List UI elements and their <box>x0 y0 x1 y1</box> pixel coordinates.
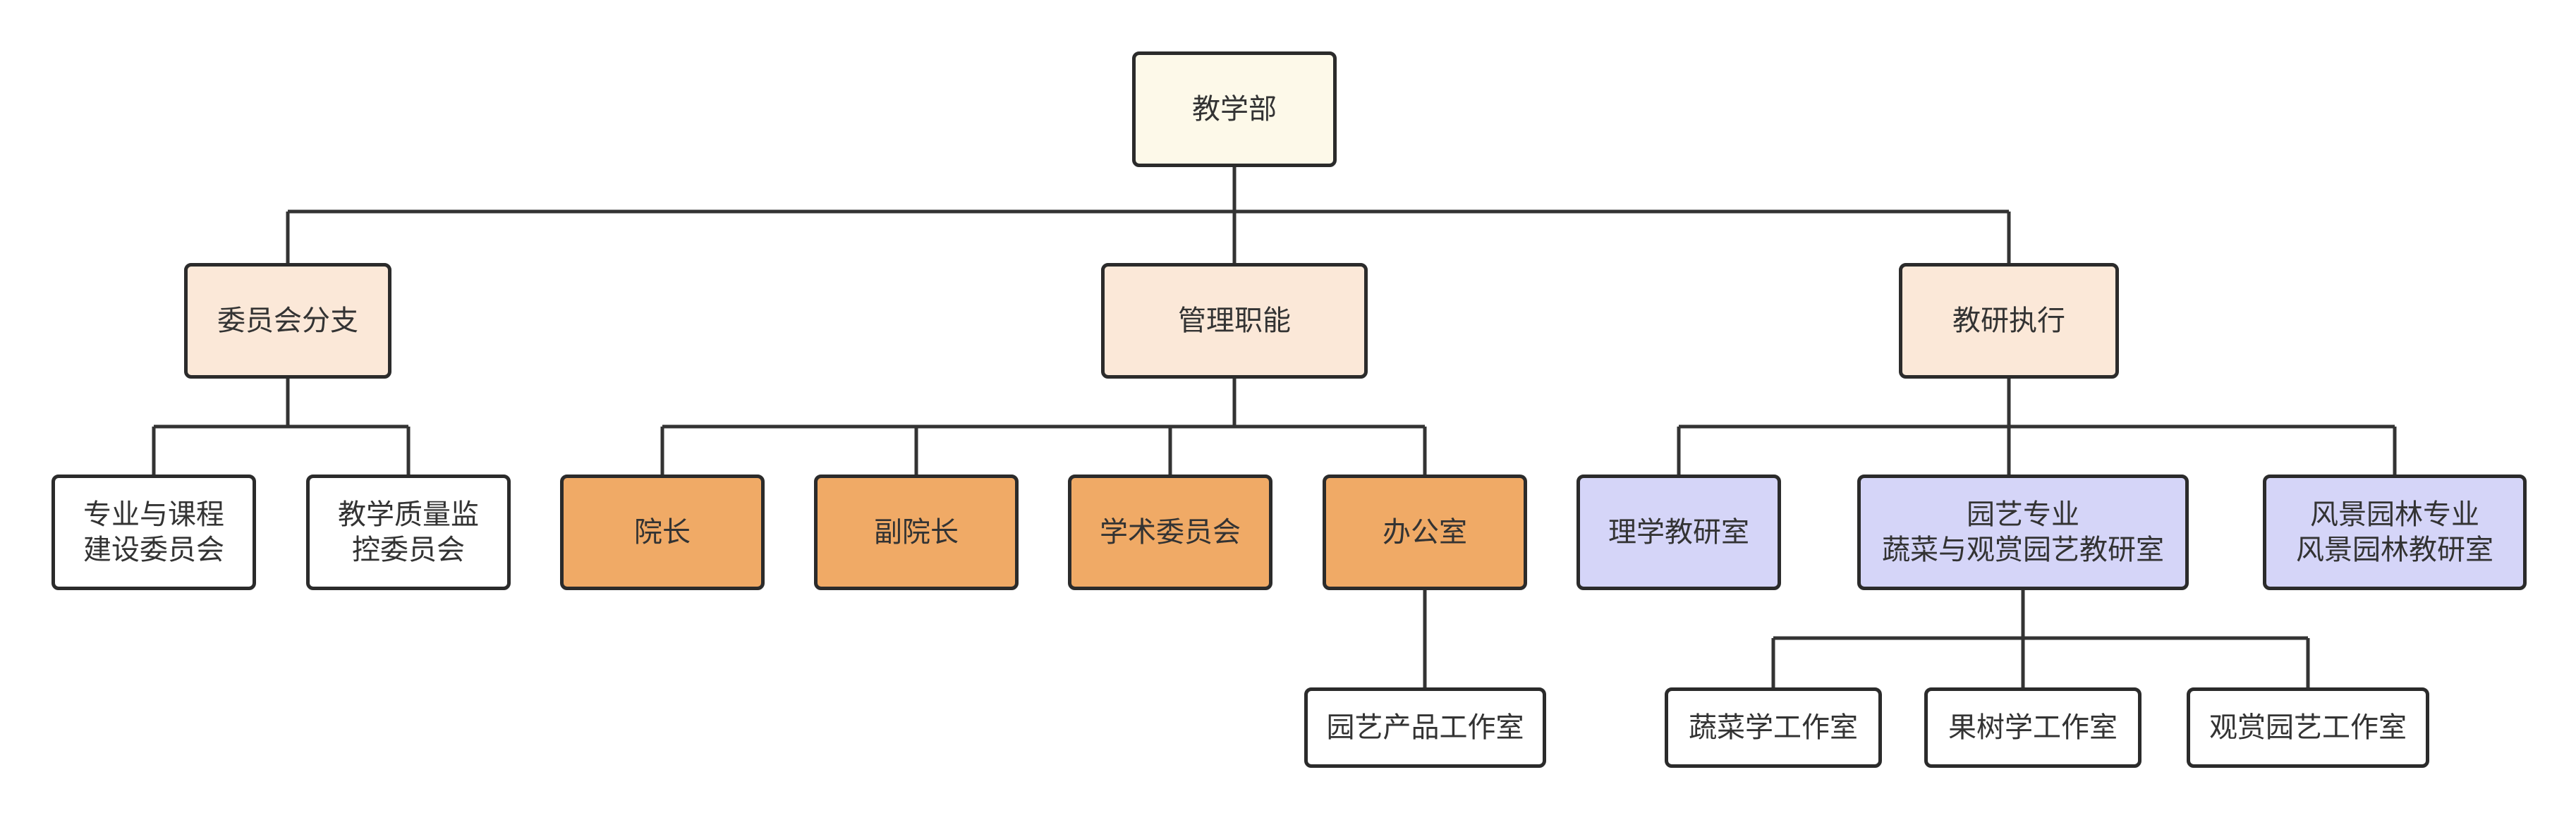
node-committee-branch: 委员会分支 <box>184 263 391 379</box>
node-academic-committee: 学术委员会 <box>1068 475 1272 590</box>
node-academic-committee-label: 学术委员会 <box>1100 516 1241 549</box>
node-vice-dean: 副院长 <box>814 475 1019 590</box>
connector-management <box>660 379 1427 475</box>
node-fruit-tree-studio: 果树学工作室 <box>1924 687 2141 768</box>
node-landscape-research-office-line1: 风景园林专业 <box>2310 498 2479 531</box>
node-vegetable-studio-label: 蔬菜学工作室 <box>1689 711 1858 744</box>
node-office: 办公室 <box>1323 475 1527 590</box>
node-office-label: 办公室 <box>1383 516 1467 549</box>
node-quality-committee: 教学质量监 控委员会 <box>306 475 511 590</box>
node-science-research-office-label: 理学教研室 <box>1608 516 1749 549</box>
connector-horticulture <box>1771 590 2310 687</box>
connector-root <box>286 167 2011 263</box>
node-horticulture-research-office-line2: 蔬菜与观赏园艺教研室 <box>1882 534 2164 566</box>
connector-research <box>1677 379 2397 475</box>
node-dean: 院长 <box>560 475 765 590</box>
node-landscape-research-office-line2: 风景园林教研室 <box>2296 534 2493 566</box>
node-curriculum-committee-line2: 建设委员会 <box>83 534 224 566</box>
node-horticulture-product-studio-label: 园艺产品工作室 <box>1326 711 1524 744</box>
node-teaching-research-label: 教研执行 <box>1952 305 2065 337</box>
node-quality-committee-line1: 教学质量监 <box>338 498 479 531</box>
node-curriculum-committee-line1: 专业与课程 <box>83 498 224 531</box>
node-horticulture-research-office: 园艺专业 蔬菜与观赏园艺教研室 <box>1857 475 2189 590</box>
node-committee-branch-label: 委员会分支 <box>217 305 358 337</box>
node-ornamental-studio: 观赏园艺工作室 <box>2187 687 2429 768</box>
connector-committee <box>152 379 411 475</box>
node-vegetable-studio: 蔬菜学工作室 <box>1665 687 1882 768</box>
node-horticulture-product-studio: 园艺产品工作室 <box>1304 687 1546 768</box>
node-teaching-department-label: 教学部 <box>1192 93 1277 126</box>
node-landscape-research-office: 风景园林专业 风景园林教研室 <box>2263 475 2527 590</box>
node-curriculum-committee: 专业与课程 建设委员会 <box>51 475 256 590</box>
node-dean-label: 院长 <box>634 516 691 549</box>
node-horticulture-research-office-line1: 园艺专业 <box>1967 498 2079 531</box>
node-vice-dean-label: 副院长 <box>874 516 959 549</box>
node-ornamental-studio-label: 观赏园艺工作室 <box>2209 711 2407 744</box>
node-management-functions-label: 管理职能 <box>1178 305 1291 337</box>
node-management-functions: 管理职能 <box>1101 263 1368 379</box>
node-teaching-research: 教研执行 <box>1899 263 2119 379</box>
node-fruit-tree-studio-label: 果树学工作室 <box>1948 711 2118 744</box>
node-teaching-department: 教学部 <box>1132 51 1337 167</box>
node-quality-committee-line2: 控委员会 <box>352 534 465 566</box>
node-science-research-office: 理学教研室 <box>1576 475 1781 590</box>
